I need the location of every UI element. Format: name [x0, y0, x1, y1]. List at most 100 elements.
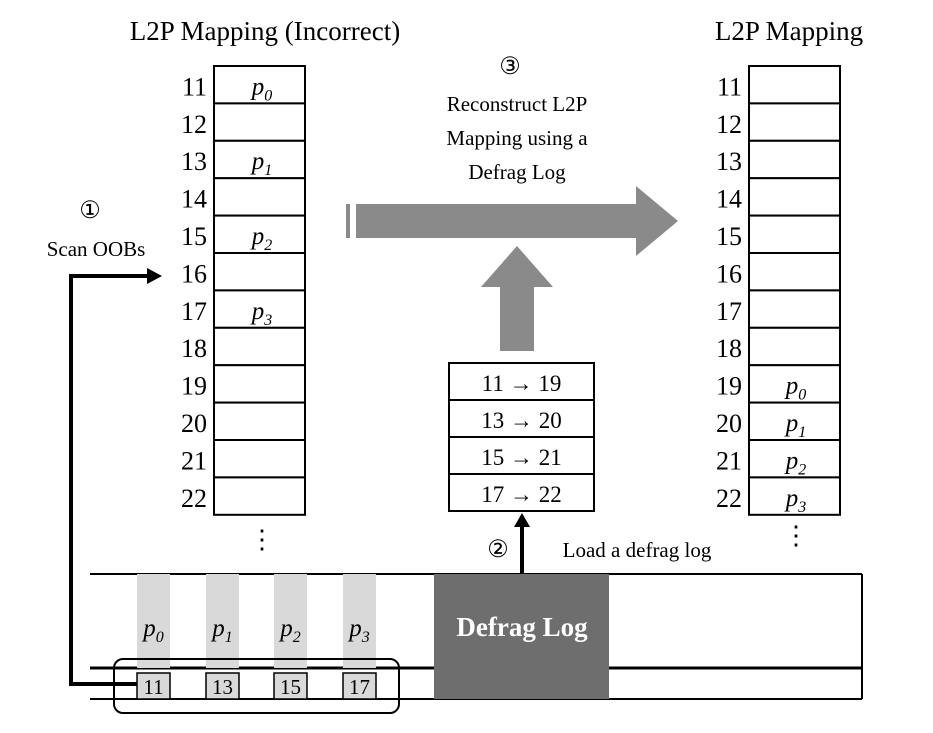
- right-l2p-ppn-sub: 3: [797, 499, 806, 516]
- right-l2p-cell: [748, 401, 841, 442]
- left-l2p-ppn: p3: [250, 298, 273, 329]
- right-l2p-ppn-sub: 1: [798, 424, 806, 441]
- right-l2p-ppn: p2: [784, 447, 807, 478]
- log-entry: 15 → 21: [481, 445, 562, 470]
- left-l2p-ppn-base: p: [250, 148, 265, 175]
- right-l2p-cell: [748, 289, 841, 329]
- left-l2p-cell: [213, 364, 306, 404]
- scan-oob-arrow: [69, 274, 150, 686]
- right-l2p-lpn: 13: [716, 147, 742, 176]
- right-l2p-lpn: 11: [717, 72, 742, 101]
- left-l2p-ppn-base: p: [250, 73, 265, 100]
- defrag-log-table: 11 → 19 13 → 20 15 → 21 17 → 22: [448, 362, 595, 512]
- oob-cell: [136, 672, 171, 700]
- log-entry: 17 → 22: [481, 482, 562, 507]
- right-l2p-cell: [748, 102, 841, 142]
- left-table-ellipsis: ⋮: [249, 525, 275, 554]
- left-l2p-ppn-sub: 1: [264, 162, 272, 179]
- oob-cell: [205, 672, 240, 700]
- left-l2p-ppn: p1: [250, 148, 273, 179]
- left-l2p-ppn: p0: [250, 73, 273, 104]
- step3-line-2: Mapping using a: [446, 126, 588, 150]
- left-l2p-ppn-sub: 3: [263, 312, 272, 329]
- right-l2p-lpn: 20: [716, 409, 742, 438]
- flash-page-label: p1: [210, 615, 233, 646]
- left-l2p-lpn: 11: [182, 72, 207, 101]
- step2-label: Load a defrag log: [563, 538, 712, 562]
- left-l2p-cell: [213, 214, 306, 255]
- log-entry-cell: [448, 436, 595, 475]
- left-l2p-lpn: 21: [181, 446, 207, 475]
- oob-value: 17: [349, 675, 370, 699]
- left-l2p-lpn: 18: [181, 334, 207, 363]
- right-l2p-lpn: 12: [716, 110, 742, 139]
- defrag-log-block: [434, 574, 609, 699]
- left-l2p-lpn: 19: [181, 372, 207, 401]
- log-entry: 13 → 20: [481, 408, 562, 433]
- oob-value: 15: [280, 675, 301, 699]
- left-l2p-ppn-base: p: [250, 223, 265, 250]
- step2-marker: ②: [487, 537, 509, 563]
- right-l2p-ppn: p0: [784, 373, 807, 404]
- right-l2p-cell: [748, 139, 841, 180]
- defrag-log-block-label: Defrag Log: [456, 612, 588, 642]
- reconstruct-arrow: [356, 186, 678, 256]
- flash-page-label-sub: 2: [293, 629, 301, 646]
- flash-page: [274, 574, 307, 668]
- right-l2p-lpn: 17: [716, 297, 742, 326]
- flash-page-label-sub: 3: [361, 629, 370, 646]
- flash-page-label-base: p: [278, 615, 293, 642]
- log-entry-cell: [448, 362, 595, 401]
- left-l2p-cell: [213, 476, 306, 516]
- flash-page: [137, 574, 170, 668]
- right-l2p-cell: [748, 65, 841, 105]
- left-l2p-cell: [213, 252, 306, 292]
- right-l2p-ppn-sub: 2: [798, 461, 806, 478]
- left-l2p-cell: [213, 177, 306, 217]
- right-l2p-lpn: 22: [716, 484, 742, 513]
- right-l2p-lpn: 21: [716, 446, 742, 475]
- scan-oob-arrowhead: [147, 268, 162, 284]
- left-l2p-lpn: 20: [181, 409, 207, 438]
- left-l2p-cell: [213, 401, 306, 442]
- right-l2p-ppn-base: p: [784, 447, 799, 474]
- oob-cell: [273, 672, 308, 700]
- left-l2p-lpn: 17: [181, 297, 207, 326]
- right-l2p-cell: [748, 252, 841, 292]
- flash-page-label: p3: [347, 615, 370, 646]
- right-l2p-ppn-base: p: [784, 373, 799, 400]
- flash-page-label-base: p: [141, 615, 156, 642]
- right-l2p-ppn-sub: 0: [798, 387, 806, 404]
- right-table-ellipsis: ⋮: [783, 521, 809, 550]
- left-l2p-lpn: 12: [181, 110, 207, 139]
- left-l2p-ppn-base: p: [250, 298, 265, 325]
- right-l2p-lpn: 19: [716, 372, 742, 401]
- reconstruct-arrow-tail-mark: [346, 204, 350, 238]
- left-l2p-ppn-sub: 0: [264, 87, 272, 104]
- right-l2p-lpn: 15: [716, 222, 742, 251]
- step1-marker: ①: [79, 198, 101, 224]
- load-up-arrow: [481, 246, 553, 351]
- step3-marker: ③: [499, 54, 521, 80]
- flash-page-label-base: p: [347, 615, 362, 642]
- step3-line-3: Defrag Log: [468, 160, 566, 184]
- flash-page-label-sub: 0: [156, 629, 164, 646]
- left-table-title: L2P Mapping (Incorrect): [130, 16, 400, 46]
- oob-value: 11: [143, 675, 163, 699]
- left-l2p-lpn: 13: [181, 147, 207, 176]
- flash-page-label: p0: [141, 615, 164, 646]
- step3-line-1: Reconstruct L2P: [447, 92, 588, 116]
- right-l2p-cell: [748, 439, 841, 479]
- log-entry: 11 → 19: [482, 371, 562, 396]
- left-l2p-ppn: p2: [250, 223, 273, 254]
- oob-value: 13: [212, 675, 233, 699]
- left-l2p-lpn: 15: [181, 222, 207, 251]
- left-l2p-ppn-sub: 2: [264, 237, 272, 254]
- left-l2p-cell: [213, 65, 306, 105]
- right-l2p-lpn: 18: [716, 334, 742, 363]
- right-l2p-lpn: 16: [716, 259, 742, 288]
- right-l2p-ppn: p1: [784, 410, 807, 441]
- flash-page-label-base: p: [210, 615, 225, 642]
